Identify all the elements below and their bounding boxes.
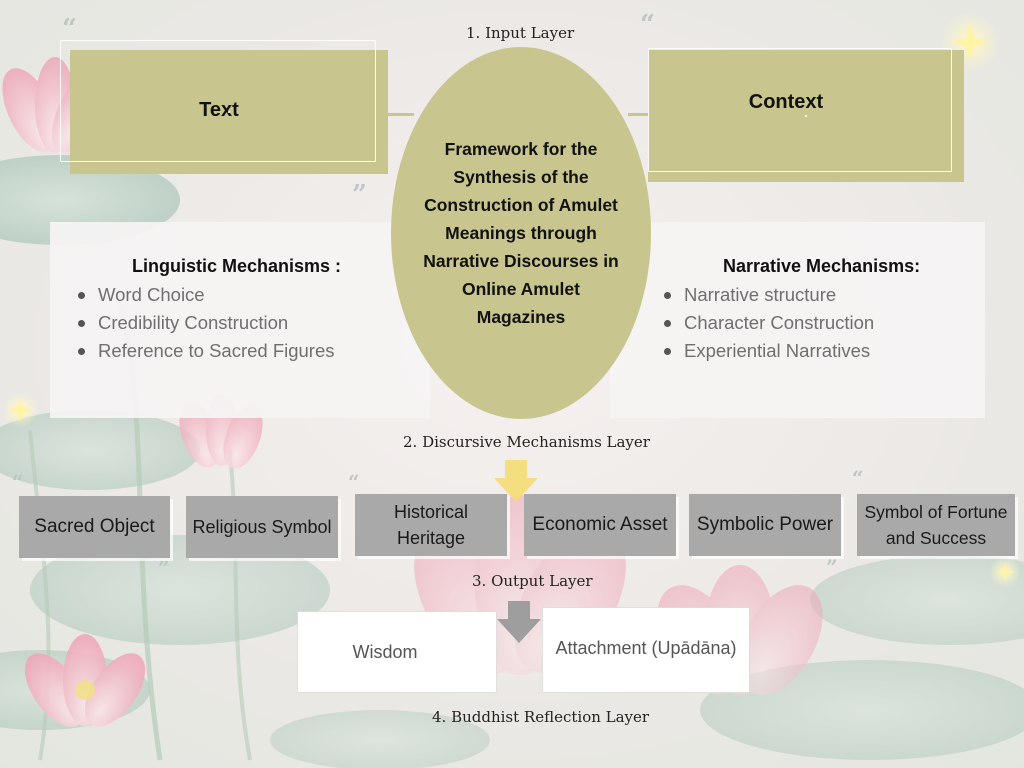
quote-close-icon: ” <box>826 555 838 579</box>
context-input-frame <box>648 48 952 172</box>
list-item: Narrative structure <box>662 281 985 309</box>
linguistic-mechanisms-title: Linguistic Mechanisms : <box>132 256 342 276</box>
output-box-religious-symbol: Religious Symbol <box>186 496 338 558</box>
output-label: Economic Asset <box>532 514 668 535</box>
output-label: Religious Symbol <box>192 517 332 537</box>
narrative-mechanisms-list: Narrative structure Character Constructi… <box>662 281 985 365</box>
arrow-down-icon <box>494 460 538 502</box>
discursive-layer-label: 2. Discursive Mechanisms Layer <box>403 433 650 451</box>
list-item: Reference to Sacred Figures <box>76 337 430 365</box>
quote-open-icon: “ <box>12 470 24 494</box>
output-label: Sacred Object <box>34 516 155 537</box>
context-input-box: Context <box>648 50 964 182</box>
list-item: Experiential Narratives <box>662 337 985 365</box>
wisdom-label: Wisdom <box>352 641 418 662</box>
text-input-box: Text <box>70 50 388 174</box>
quote-open-icon: “ <box>852 466 864 490</box>
quote-open-icon: “ <box>62 14 77 44</box>
attachment-box: Attachment (Upādāna) <box>543 608 749 692</box>
linguistic-mechanisms-list: Word Choice Credibility Construction Ref… <box>76 281 430 365</box>
input-layer-label: 1. Input Layer <box>466 24 575 42</box>
list-item: Word Choice <box>76 281 430 309</box>
quote-close-icon: ” <box>352 180 367 210</box>
arrow-down-icon <box>497 601 541 643</box>
output-box-symbolic-power: Symbolic Power <box>689 494 841 556</box>
output-box-historical-heritage: Historical Heritage <box>355 494 507 556</box>
output-label: Symbol of Fortune and Success <box>864 502 1008 548</box>
framework-title: Framework for the Synthesis of the Const… <box>423 139 619 327</box>
text-input-frame <box>60 40 376 162</box>
output-layer-label: 3. Output Layer <box>472 572 593 590</box>
text-input-label: Text <box>199 98 239 121</box>
output-box-economic-asset: Economic Asset <box>524 494 676 556</box>
quote-open-icon: “ <box>348 470 360 494</box>
text-connector-line <box>374 113 414 116</box>
attachment-label: Attachment (Upādāna) <box>555 637 737 658</box>
quote-open-icon: “ <box>640 10 655 40</box>
narrative-mechanisms-title: Narrative Mechanisms: <box>723 256 921 276</box>
reflection-layer-label: 4. Buddhist Reflection Layer <box>432 708 650 726</box>
list-item: Character Construction <box>662 309 985 337</box>
context-input-label: Context <box>748 90 824 113</box>
wisdom-box: Wisdom <box>298 612 496 692</box>
list-item: Credibility Construction <box>76 309 430 337</box>
output-label: Historical Heritage <box>393 502 468 548</box>
quote-close-icon: ” <box>158 556 170 580</box>
context-connector-line <box>628 113 653 116</box>
narrative-mechanisms-panel: Narrative Mechanisms: Narrative structur… <box>610 222 985 418</box>
output-box-symbol-of-fortune: Symbol of Fortune and Success <box>857 494 1015 556</box>
framework-ellipse: Framework for the Synthesis of the Const… <box>391 47 651 419</box>
output-box-sacred-object: Sacred Object <box>19 496 170 558</box>
output-label: Symbolic Power <box>696 514 834 535</box>
linguistic-mechanisms-panel: Linguistic Mechanisms : Word Choice Cred… <box>50 222 430 418</box>
